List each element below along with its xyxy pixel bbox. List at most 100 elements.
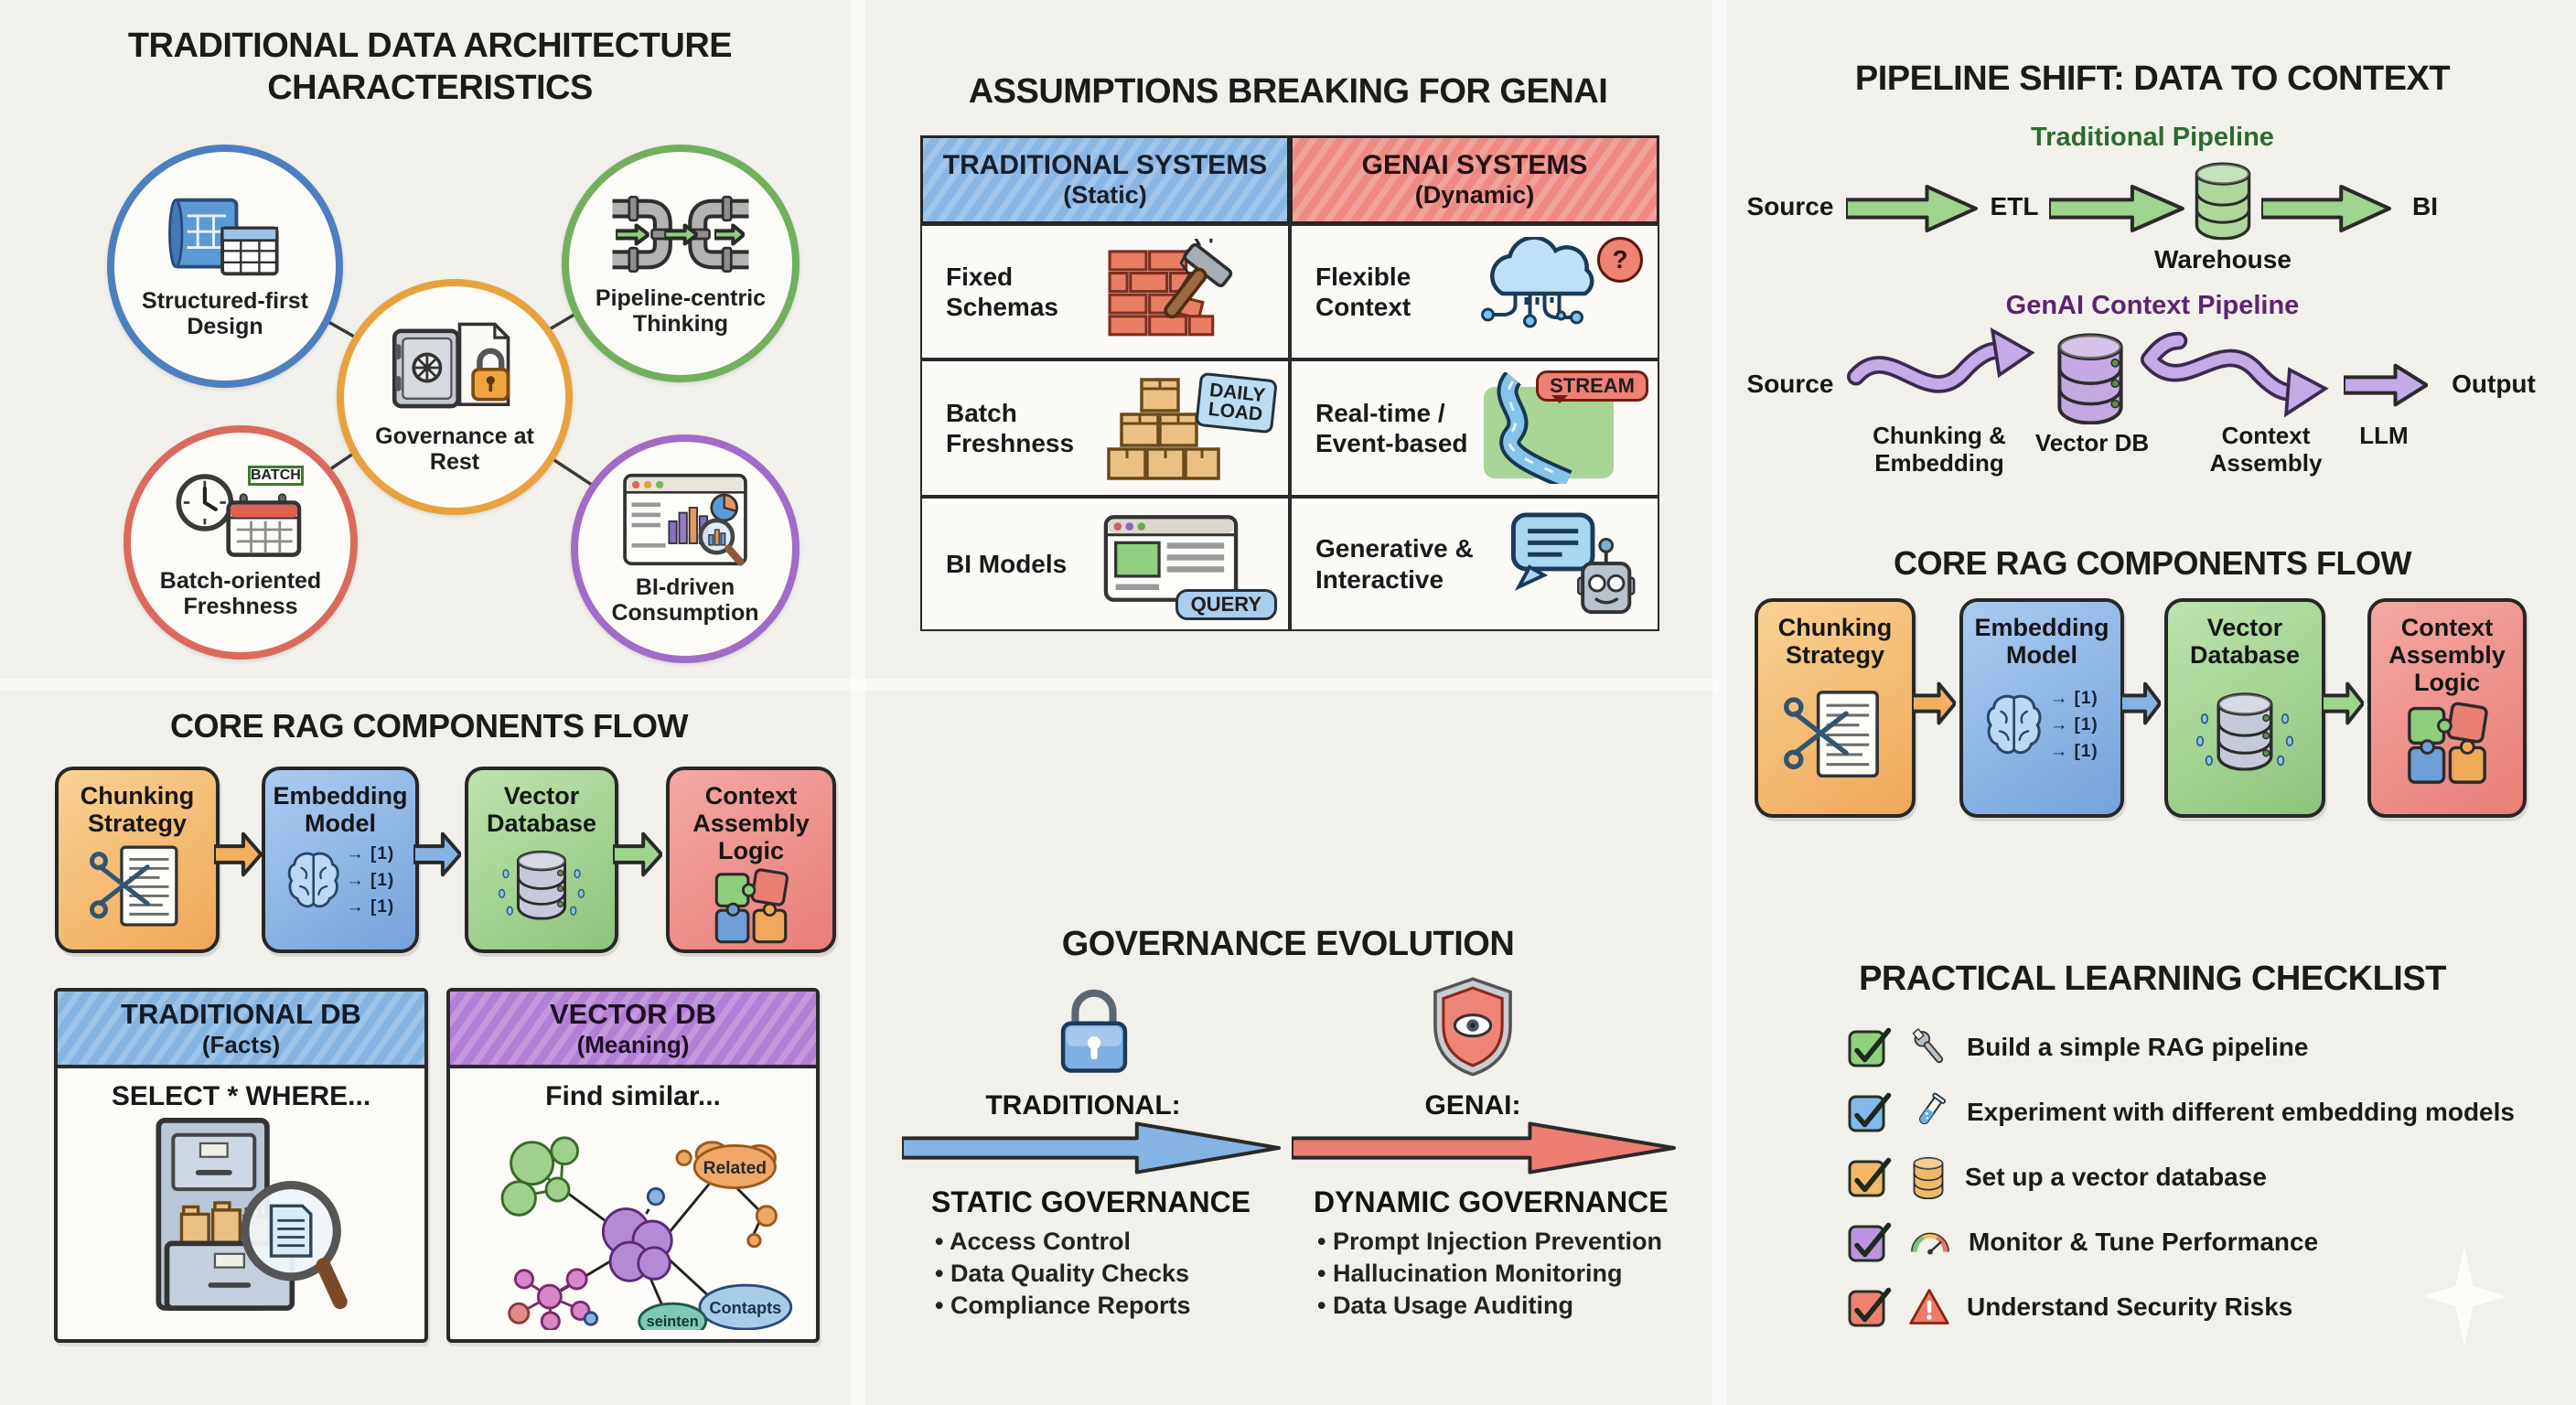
flow-arrow (2120, 682, 2161, 724)
node-governance-at-rest: Governance at Rest (337, 279, 573, 515)
flow-arrow (2322, 682, 2364, 724)
sql-query-text: SELECT * WHERE... (111, 1081, 371, 1111)
cell-label: Fixed Schemas (946, 262, 1058, 321)
cell-label: Flexible Context (1315, 262, 1411, 321)
cell-bi-models: BI Models QUERY (920, 497, 1290, 631)
brain-icon (286, 850, 341, 912)
checklist-item: Set up a vector database (1846, 1151, 2267, 1204)
vector-db-icon (499, 841, 585, 927)
table-header-traditional: TRADITIONAL SYSTEMS (Static) (920, 135, 1290, 224)
bullet-item: Data Usage Auditing (1317, 1290, 1662, 1322)
vector-db-icon (2196, 681, 2293, 778)
warehouse-label: Warehouse (2154, 245, 2292, 273)
rag-card-label: Chunking Strategy (1777, 614, 1893, 670)
cell-flexible-context: Flexible Context ? (1290, 224, 1659, 359)
row-separator (0, 679, 1718, 691)
card-subtitle: (Meaning) (576, 1030, 690, 1058)
database-icon (1913, 1157, 1944, 1199)
rag-card-embedding-model: Embedding Model → [1) → [1) → [1) (1959, 598, 2124, 818)
shield-eye-icon (1433, 977, 1512, 1077)
chunking-embedding-label: Chunking & Embedding (1873, 422, 2006, 477)
vector-text: → [1) (2050, 715, 2098, 735)
vector-text: → [1) (346, 844, 395, 864)
cell-generative: Generative & Interactive (1290, 497, 1659, 631)
puzzle-icon (711, 867, 791, 948)
checklist-label: Understand Security Risks (1967, 1292, 2293, 1321)
wavy-arrow (1847, 327, 2035, 393)
rag-card-chunking-strategy: Chunking Strategy (55, 767, 220, 953)
checklist-item: Monitor & Tune Performance (1846, 1216, 2318, 1269)
table-header-genai: GENAI SYSTEMS (Dynamic) (1290, 135, 1659, 224)
rag-card-context-assembly: Context Assembly Logic (2367, 598, 2527, 818)
bullet-item: Data Quality Checks (935, 1258, 1191, 1290)
clock-calendar-icon (176, 474, 302, 557)
node-label: BI-driven Consumption (611, 574, 759, 626)
panel-title: ASSUMPTIONS BREAKING FOR GENAI (968, 72, 1608, 111)
river-icon (1484, 372, 1614, 484)
vector-text: → [1) (2050, 742, 2098, 762)
cloud-circuit-icon (1481, 237, 1594, 328)
rag-card-label: Embedding Model (1974, 614, 2109, 670)
static-governance-heading: STATIC GOVERNANCE (931, 1185, 1251, 1218)
genai-pipeline-heading: GenAI Context Pipeline (2005, 291, 2300, 320)
flow-arrow (214, 832, 262, 876)
rag-card-context-assembly: Context Assembly Logic (666, 767, 836, 953)
puzzle-icon (2403, 701, 2491, 788)
node-bi-driven-consumption: BI-driven Consumption (571, 434, 800, 663)
genai-label: GENAI: (1424, 1090, 1521, 1121)
rag-card-label: Vector Database (486, 782, 597, 838)
card-title: VECTOR DB (549, 997, 716, 1030)
vector-text: → [1) (346, 897, 395, 917)
dashboard-icon (623, 473, 747, 566)
traditional-db-card: TRADITIONAL DB (Facts) SELECT * WHERE... (54, 988, 428, 1343)
cell-fixed-schemas: Fixed Schemas (920, 224, 1290, 359)
node-label: Pipeline-centric Thinking (595, 285, 767, 337)
checklist-item: Understand Security Risks (1846, 1281, 2292, 1334)
vector-db-label: Vector DB (2034, 429, 2150, 456)
traditional-pipeline-heading: Traditional Pipeline (2031, 123, 2274, 152)
safe-lock-icon (392, 322, 510, 409)
checklist-item: Experiment with different embedding mode… (1846, 1086, 2515, 1139)
traditional-db-header: TRADITIONAL DB (Facts) (58, 992, 424, 1068)
semantic-graph-icon: Related Contapts seinten (500, 1136, 793, 1330)
cell-batch-freshness: Batch Freshness DAILY LOAD (920, 359, 1290, 497)
flow-arrow (613, 832, 662, 876)
checkbox-icon (1848, 1089, 1892, 1132)
bullet-item: Prompt Injection Prevention (1317, 1226, 1662, 1258)
question-badge: ? (1597, 237, 1643, 283)
pipeline-arrow (2049, 183, 2184, 234)
pipeline-arrow (2261, 183, 2391, 234)
traditional-label: TRADITIONAL: (985, 1090, 1181, 1121)
wrench-icon (1912, 1028, 1944, 1064)
gauge-icon (1911, 1232, 1949, 1255)
query-badge: QUERY (1175, 588, 1277, 620)
lock-icon (1060, 989, 1128, 1073)
trad-source-label: Source (1746, 192, 1834, 220)
pipeline-arrow (1846, 183, 1978, 234)
node-batch-oriented-freshness: BATCH Batch-oriented Freshness (123, 425, 358, 660)
rag-card-label: Vector Database (2189, 614, 2301, 670)
col-title: GENAI SYSTEMS (1361, 150, 1588, 180)
checklist-label: Experiment with different embedding mode… (1967, 1098, 2515, 1126)
cell-label: Real-time / Event-based (1315, 398, 1468, 457)
pipes-icon (612, 195, 749, 273)
flow-arrow (1912, 682, 1956, 724)
node-structured-first-design: Structured-first Design (107, 145, 343, 388)
node-label: Batch-oriented Freshness (159, 568, 322, 619)
dynamic-governance-arrow (1292, 1120, 1680, 1176)
rag-card-label: Context Assembly Logic (2388, 614, 2506, 697)
bi-label: BI (2412, 192, 2438, 220)
node-label: Structured-first Design (142, 288, 308, 339)
panel-title: PRACTICAL LEARNING CHECKLIST (1859, 960, 2446, 998)
node-pipeline-centric-thinking: Pipeline-centric Thinking (562, 145, 800, 382)
output-label: Output (2452, 370, 2536, 398)
checkbox-icon (1848, 1024, 1892, 1067)
boxes-icon (1107, 378, 1220, 480)
node-label: Governance at Rest (375, 424, 534, 475)
sparkle-watermark (2420, 1246, 2508, 1346)
dynamic-governance-heading: DYNAMIC GOVERNANCE (1314, 1185, 1669, 1218)
rag-card-label: Chunking Strategy (80, 782, 195, 838)
batch-tag: BATCH (248, 466, 304, 487)
dynamic-governance-bullets: Prompt Injection Prevention Hallucinatio… (1317, 1226, 1662, 1322)
